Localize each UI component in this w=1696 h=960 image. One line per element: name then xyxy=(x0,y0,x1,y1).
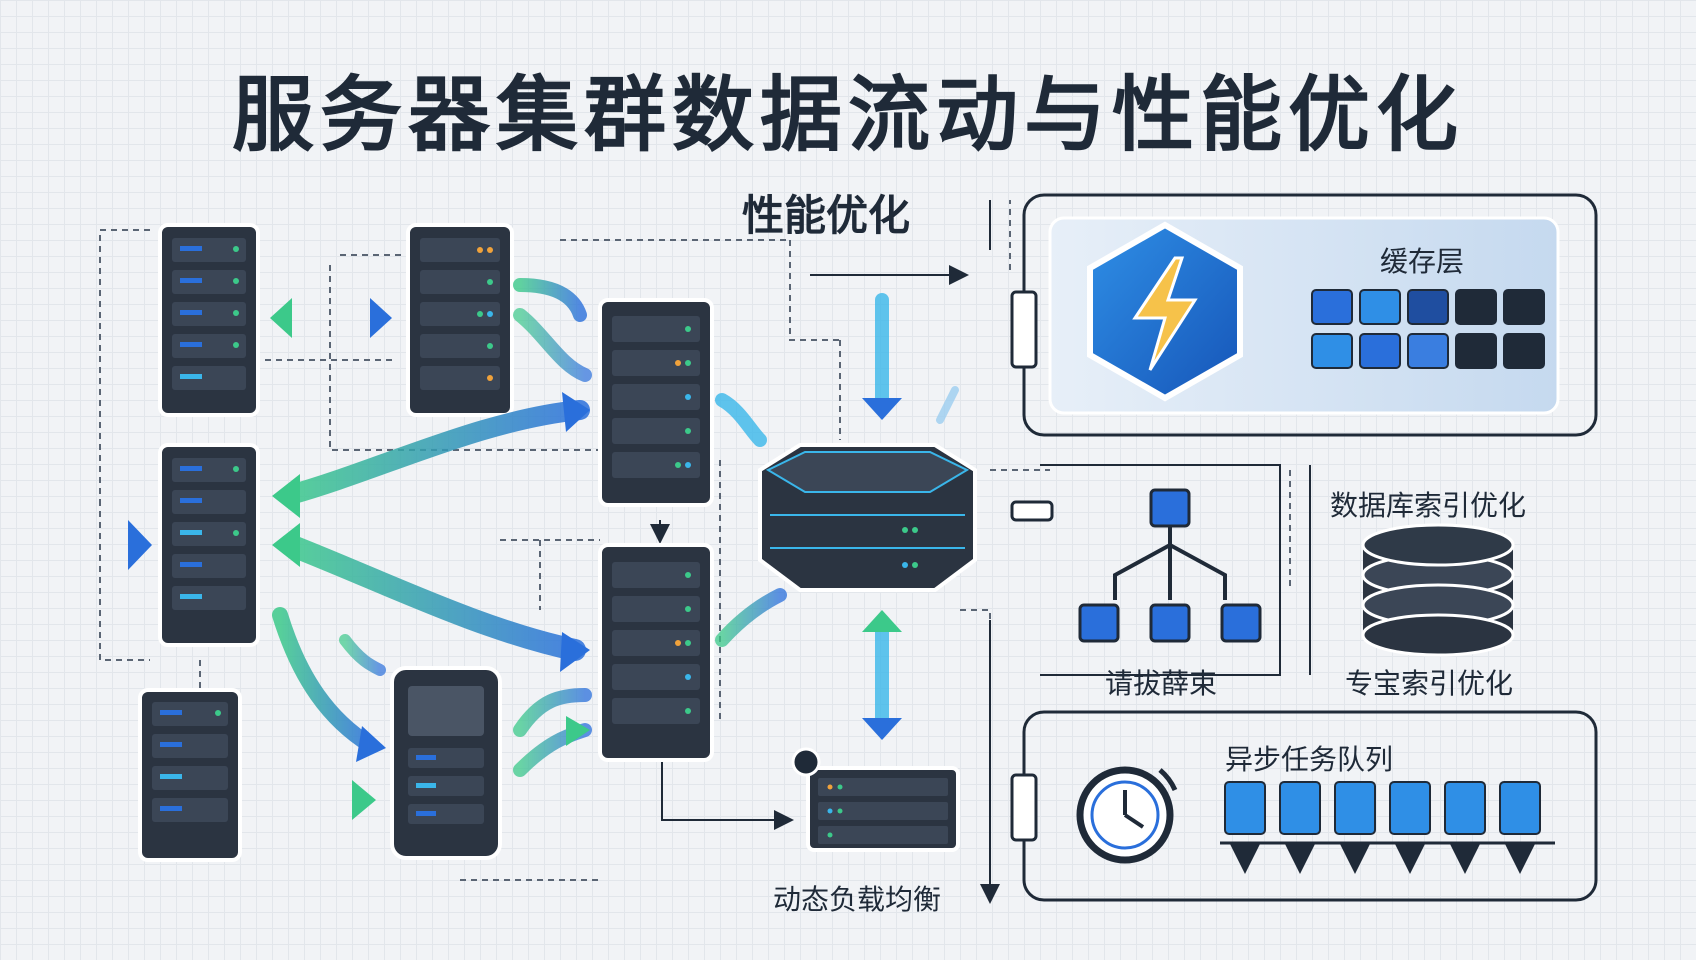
hierarchy-icon xyxy=(1078,488,1262,643)
server-rack-c xyxy=(158,443,260,647)
server-tower xyxy=(390,666,502,860)
clock-icon xyxy=(1076,766,1178,864)
solid-connectors xyxy=(650,200,1000,904)
database-icon xyxy=(1361,523,1515,657)
cache-blocks xyxy=(1311,289,1545,369)
server-rack-f xyxy=(598,543,714,762)
panel-connectors xyxy=(1010,290,1054,842)
page-title: 服务器集群数据流动与性能优化 xyxy=(231,68,1464,163)
load-balancer-device xyxy=(791,747,960,852)
server-rack-d xyxy=(138,688,242,862)
section-heading: 性能优化 xyxy=(742,191,911,240)
request-label: 请拔薛束 xyxy=(1105,667,1218,700)
load-balancer-label: 动态负载均衡 xyxy=(773,883,942,916)
dashed-connectors xyxy=(99,200,1291,881)
server-rack-b xyxy=(406,223,514,417)
server-rack-e xyxy=(598,298,714,507)
flow-arrows xyxy=(28,278,959,820)
queue-slots xyxy=(1220,781,1555,874)
db-index-label: 数据库索引优化 xyxy=(1330,489,1527,522)
lightning-hex-icon xyxy=(1087,221,1243,402)
async-queue-label: 异步任务队列 xyxy=(1225,743,1394,776)
cache-layer-label: 缓存层 xyxy=(1380,245,1465,278)
central-hub xyxy=(758,443,977,592)
index-optimization-label: 专宝索引优化 xyxy=(1345,667,1514,700)
server-rack-a xyxy=(158,223,260,417)
